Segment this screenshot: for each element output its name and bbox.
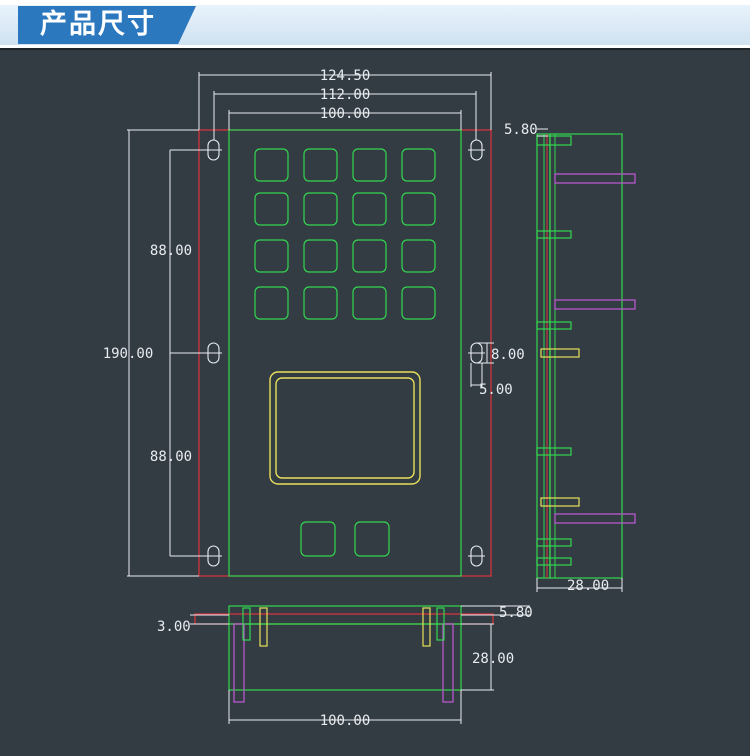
dim-hole-spacing-bottom: 88.00 <box>150 449 192 465</box>
keypad-key <box>401 239 436 273</box>
side-dimension-lines <box>536 128 623 592</box>
function-key <box>354 521 390 557</box>
bottom-dimension-lines <box>190 605 530 724</box>
keypad-key <box>401 192 436 226</box>
dim-bottom-top-offset: 5.80 <box>499 605 533 621</box>
keypad-key <box>401 148 436 182</box>
keypad-key <box>303 286 338 320</box>
technical-drawing: 124.50 112.00 100.00 190.00 88.00 88.00 … <box>103 68 636 729</box>
side-view: 5.80 28.00 <box>504 122 636 594</box>
keypad-key <box>352 286 387 320</box>
bottom-flange <box>194 613 494 625</box>
dim-hole-spacing-top: 88.00 <box>150 243 192 259</box>
bottom-faceplate <box>228 605 462 625</box>
dim-side-depth: 28.00 <box>567 578 609 594</box>
keypad-key <box>254 148 289 182</box>
mounting-slots <box>207 139 483 567</box>
front-view: 124.50 112.00 100.00 190.00 88.00 88.00 … <box>103 68 525 577</box>
bottom-body <box>228 623 462 691</box>
width-dimensions <box>198 72 492 140</box>
mounting-flange <box>198 129 492 577</box>
page-title: 产品尺寸 <box>40 9 156 40</box>
keypad-key <box>401 286 436 320</box>
dim-height-total: 190.00 <box>103 346 154 362</box>
keypad-key <box>254 192 289 226</box>
dim-slot-width: 5.00 <box>479 382 513 398</box>
dim-bottom-depth: 28.00 <box>472 651 514 667</box>
side-body <box>549 133 623 579</box>
dim-width-outer: 124.50 <box>320 68 371 84</box>
keypad-key <box>254 286 289 320</box>
keypad-key <box>352 239 387 273</box>
function-key <box>300 521 336 557</box>
keypad-key <box>352 148 387 182</box>
function-keys <box>300 521 390 557</box>
header-band: 产品尺寸 <box>0 0 750 48</box>
title-badge <box>18 6 196 44</box>
bottom-tabs <box>233 607 454 703</box>
faceplate-outline <box>228 129 462 577</box>
display-window <box>269 371 421 485</box>
dim-bottom-width: 100.00 <box>320 713 371 729</box>
dim-width-mid: 112.00 <box>320 87 371 103</box>
slot-centerlines <box>205 149 485 557</box>
keypad-key <box>303 239 338 273</box>
bottom-view: 3.00 5.80 28.00 100.00 <box>157 605 533 729</box>
keypad-key <box>303 192 338 226</box>
dim-side-top-offset: 5.80 <box>504 122 538 138</box>
dim-slot-length: 8.00 <box>491 347 525 363</box>
slot-dimension-lines <box>470 342 494 387</box>
keypad-key <box>254 239 289 273</box>
keypad-key <box>352 192 387 226</box>
height-dimensions <box>127 129 208 577</box>
dim-bottom-plate: 3.00 <box>157 619 191 635</box>
dim-width-inner: 100.00 <box>320 106 371 122</box>
keypad-key <box>303 148 338 182</box>
drawing-canvas: 124.50 112.00 100.00 190.00 88.00 88.00 … <box>0 48 750 752</box>
side-tabs <box>536 135 636 566</box>
keypad <box>254 148 436 320</box>
